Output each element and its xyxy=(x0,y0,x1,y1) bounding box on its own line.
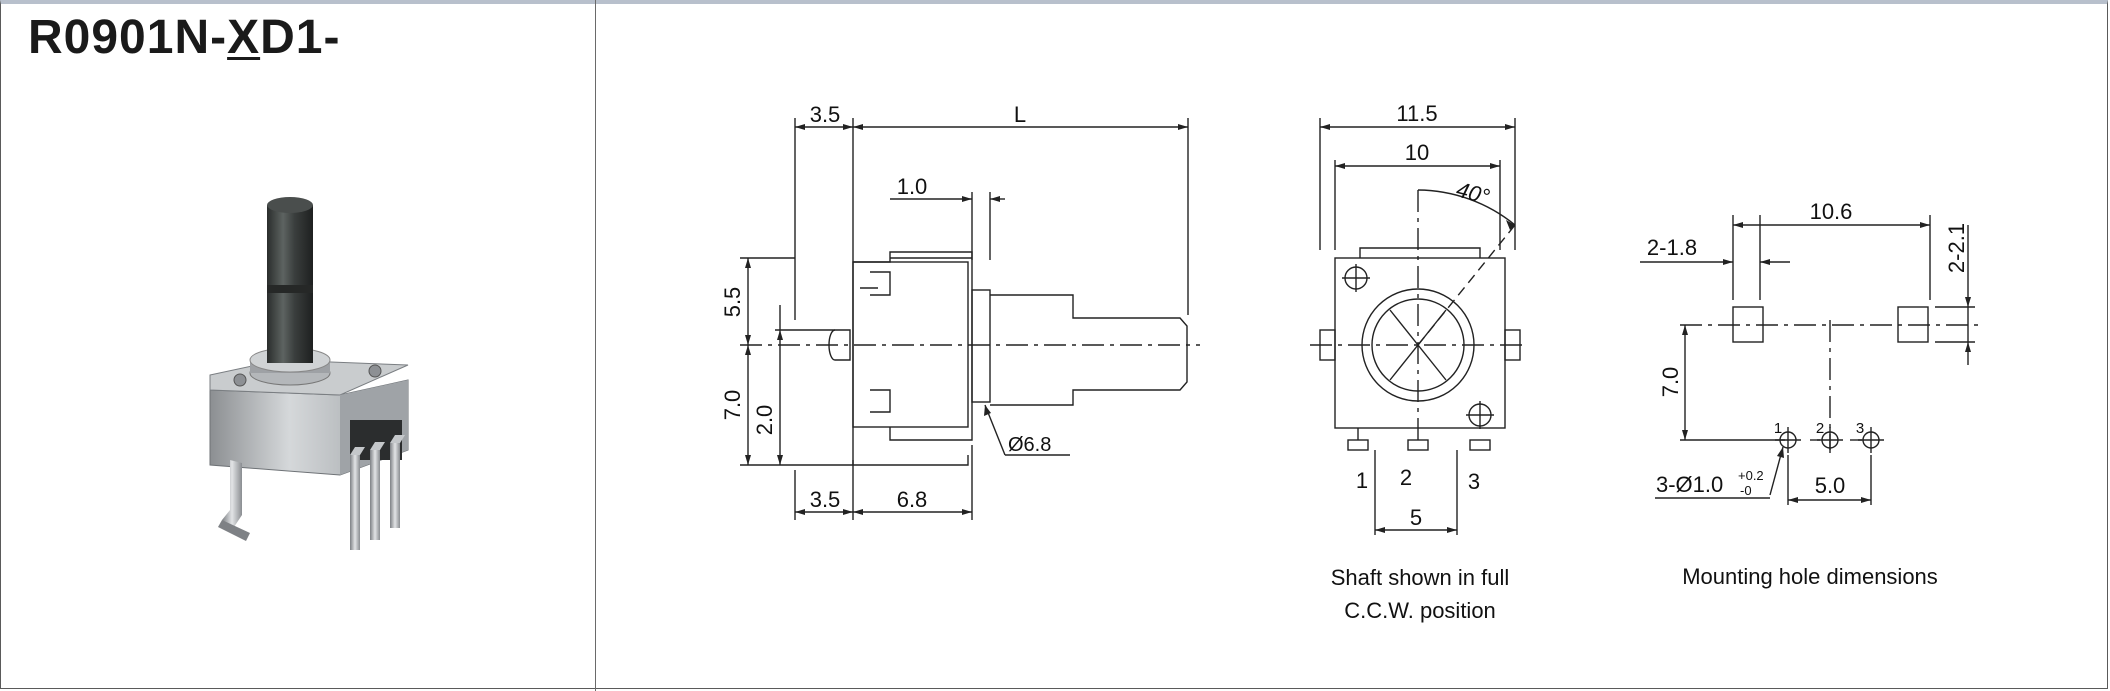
front-dim-inner-width: 10 xyxy=(1405,140,1429,165)
front-dim-angle: 40° xyxy=(1454,177,1493,210)
front-pin-3: 3 xyxy=(1468,469,1480,494)
title-prefix: R0901N- xyxy=(28,11,228,64)
mount-dim-slot-width: 2-1.8 xyxy=(1647,235,1697,260)
side-dim-bottom-left: 3.5 xyxy=(810,487,841,512)
side-dim-lower: 7.0 xyxy=(720,390,745,421)
mount-caption: Mounting hole dimensions xyxy=(1682,564,1938,589)
technical-drawing: 3.5 L 1.0 5.5 7.0 2.0 Ø6.8 3.5 6.8 11.5 … xyxy=(720,101,1980,535)
side-dim-length: L xyxy=(1014,102,1026,127)
mount-pin-2: 2 xyxy=(1816,420,1824,437)
mount-dim-pitch: 5.0 xyxy=(1815,473,1846,498)
mount-pin-3: 3 xyxy=(1856,420,1864,437)
front-caption-line-2: C.C.W. position xyxy=(1344,598,1496,623)
mount-dim-slot-height: 2-2.1 xyxy=(1944,223,1969,273)
front-dim-outer-width: 11.5 xyxy=(1396,101,1437,126)
mount-dim-hole: 3-Ø1.0 xyxy=(1656,472,1723,497)
mount-dim-offset: 7.0 xyxy=(1658,367,1683,398)
side-dim-top-left: 3.5 xyxy=(810,102,841,127)
front-dim-pitch: 5 xyxy=(1410,505,1422,530)
potentiometer-photo xyxy=(209,197,409,550)
mount-dim-hole-tolerance-minus: -0 xyxy=(1740,483,1752,498)
title-variable-letter: X xyxy=(227,11,261,64)
side-dim-upper: 5.5 xyxy=(720,287,745,318)
front-pin-2: 2 xyxy=(1400,465,1412,490)
mount-dim-hole-tolerance-plus: +0.2 xyxy=(1738,468,1764,483)
mount-dim-span: 10.6 xyxy=(1810,199,1853,224)
side-dim-shaft-diameter: Ø6.8 xyxy=(1008,434,1051,456)
part-number-title: R0901N-XD1- xyxy=(28,10,340,65)
front-caption-line-1: Shaft shown in full xyxy=(1330,565,1510,590)
panel-divider xyxy=(595,0,596,691)
mount-pin-1: 1 xyxy=(1774,420,1782,437)
side-dim-bottom-body: 6.8 xyxy=(897,487,928,512)
side-dim-pin: 2.0 xyxy=(752,405,777,436)
front-pin-1: 1 xyxy=(1356,468,1368,493)
title-suffix: D1- xyxy=(260,11,341,64)
side-dim-tip: 1.0 xyxy=(897,174,928,199)
